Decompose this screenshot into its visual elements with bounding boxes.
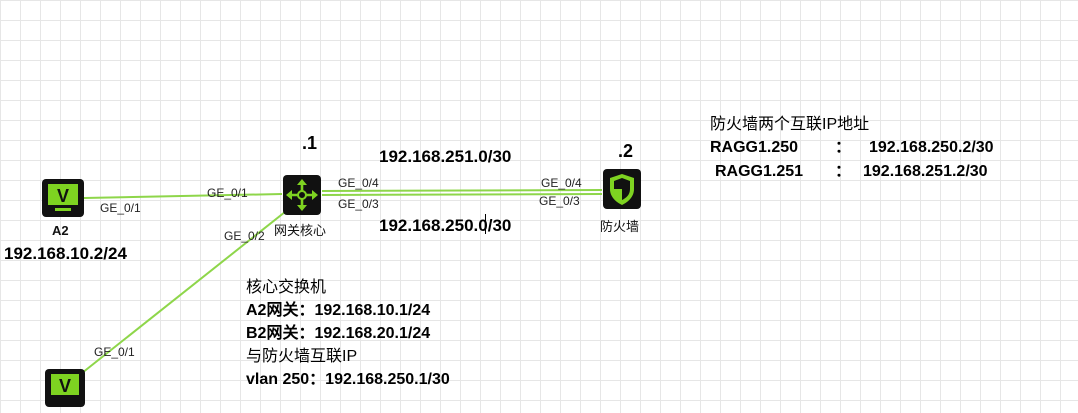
link-core-b2[interactable] [81,207,291,374]
port-a2-ge01: GE_0/1 [100,201,141,215]
core-note-value: 192.168.10.1/24 [314,302,431,319]
link-core-fw-ge04[interactable] [321,189,603,192]
topology-canvas [81,189,603,374]
core-note-key: A2网关： [246,302,315,319]
core-note-vlan: vlan 250：192.168.250.1/30 [246,368,450,391]
core-note-line: A2网关：192.168.10.1/24 [246,299,450,322]
shield-icon [603,169,641,209]
svg-text:V: V [57,186,69,206]
core-switch[interactable] [282,174,322,216]
port-fw-ge03: GE_0/3 [539,194,580,208]
host-b2[interactable]: V [44,368,86,408]
monitor-icon: V [42,179,84,217]
firewall-note-row: RAGG1.251 ： 192.168.251.2/30 [710,160,988,184]
link-a2-core[interactable] [83,193,283,199]
subnet-top-label: 192.168.251.0/30 [379,147,512,166]
core-note-vlan-value: 192.168.250.1/30 [325,371,450,388]
core-note: 核心交换机 A2网关：192.168.10.1/24 B2网关：192.168.… [246,276,450,391]
text-cursor [485,214,486,234]
host-a2[interactable]: V [41,178,85,218]
host-a2-name: A2 [52,223,69,238]
firewall-note-row-sep: ： [835,163,852,180]
firewall-name: 防火墙 [600,219,640,234]
host-a2-ip: 192.168.10.2/24 [4,244,127,263]
firewall-note-title: 防火墙两个互联IP地址 [710,116,870,133]
firewall-note-row-name: RAGG1.251 [715,163,804,180]
switch-icon [283,175,321,215]
firewall-note-row-sep: ： [835,139,852,156]
firewall-note-row: RAGG1.250 ： 192.168.250.2/30 [710,136,994,160]
core-note-key: B2网关： [246,325,315,342]
core-note-title: 核心交换机 [246,279,327,296]
firewall-note: 防火墙两个互联IP地址 RAGG1.250 ： 192.168.250.2/30… [710,113,994,184]
svg-text:V: V [59,376,71,396]
firewall-address-dot: .2 [618,141,634,161]
firewall-device[interactable] [602,168,642,210]
firewall-note-row-ip: 192.168.251.2/30 [863,163,988,180]
core-note-value: 192.168.20.1/24 [314,325,431,342]
firewall-note-row-name: RAGG1.250 [710,139,799,156]
port-core-ge04: GE_0/4 [338,176,379,190]
subnet-bottom-label: 192.168.250.0/30 [379,216,512,235]
monitor-icon: V [45,369,85,407]
link-core-fw-ge03[interactable] [321,193,603,196]
port-fw-ge04: GE_0/4 [541,176,582,190]
port-b2-ge01: GE_0/1 [94,345,135,359]
core-address-dot: .1 [302,133,318,153]
core-note-vlan-key: vlan 250： [246,371,326,388]
port-core-ge02: GE_0/2 [224,229,265,243]
core-note-line: B2网关：192.168.20.1/24 [246,322,450,345]
port-core-ge03: GE_0/3 [338,197,379,211]
port-core-ge01: GE_0/1 [207,186,248,200]
firewall-note-row-ip: 192.168.250.2/30 [869,139,994,156]
core-switch-name: 网关核心 [274,223,327,238]
core-note-subtitle: 与防火墙互联IP [246,348,358,365]
